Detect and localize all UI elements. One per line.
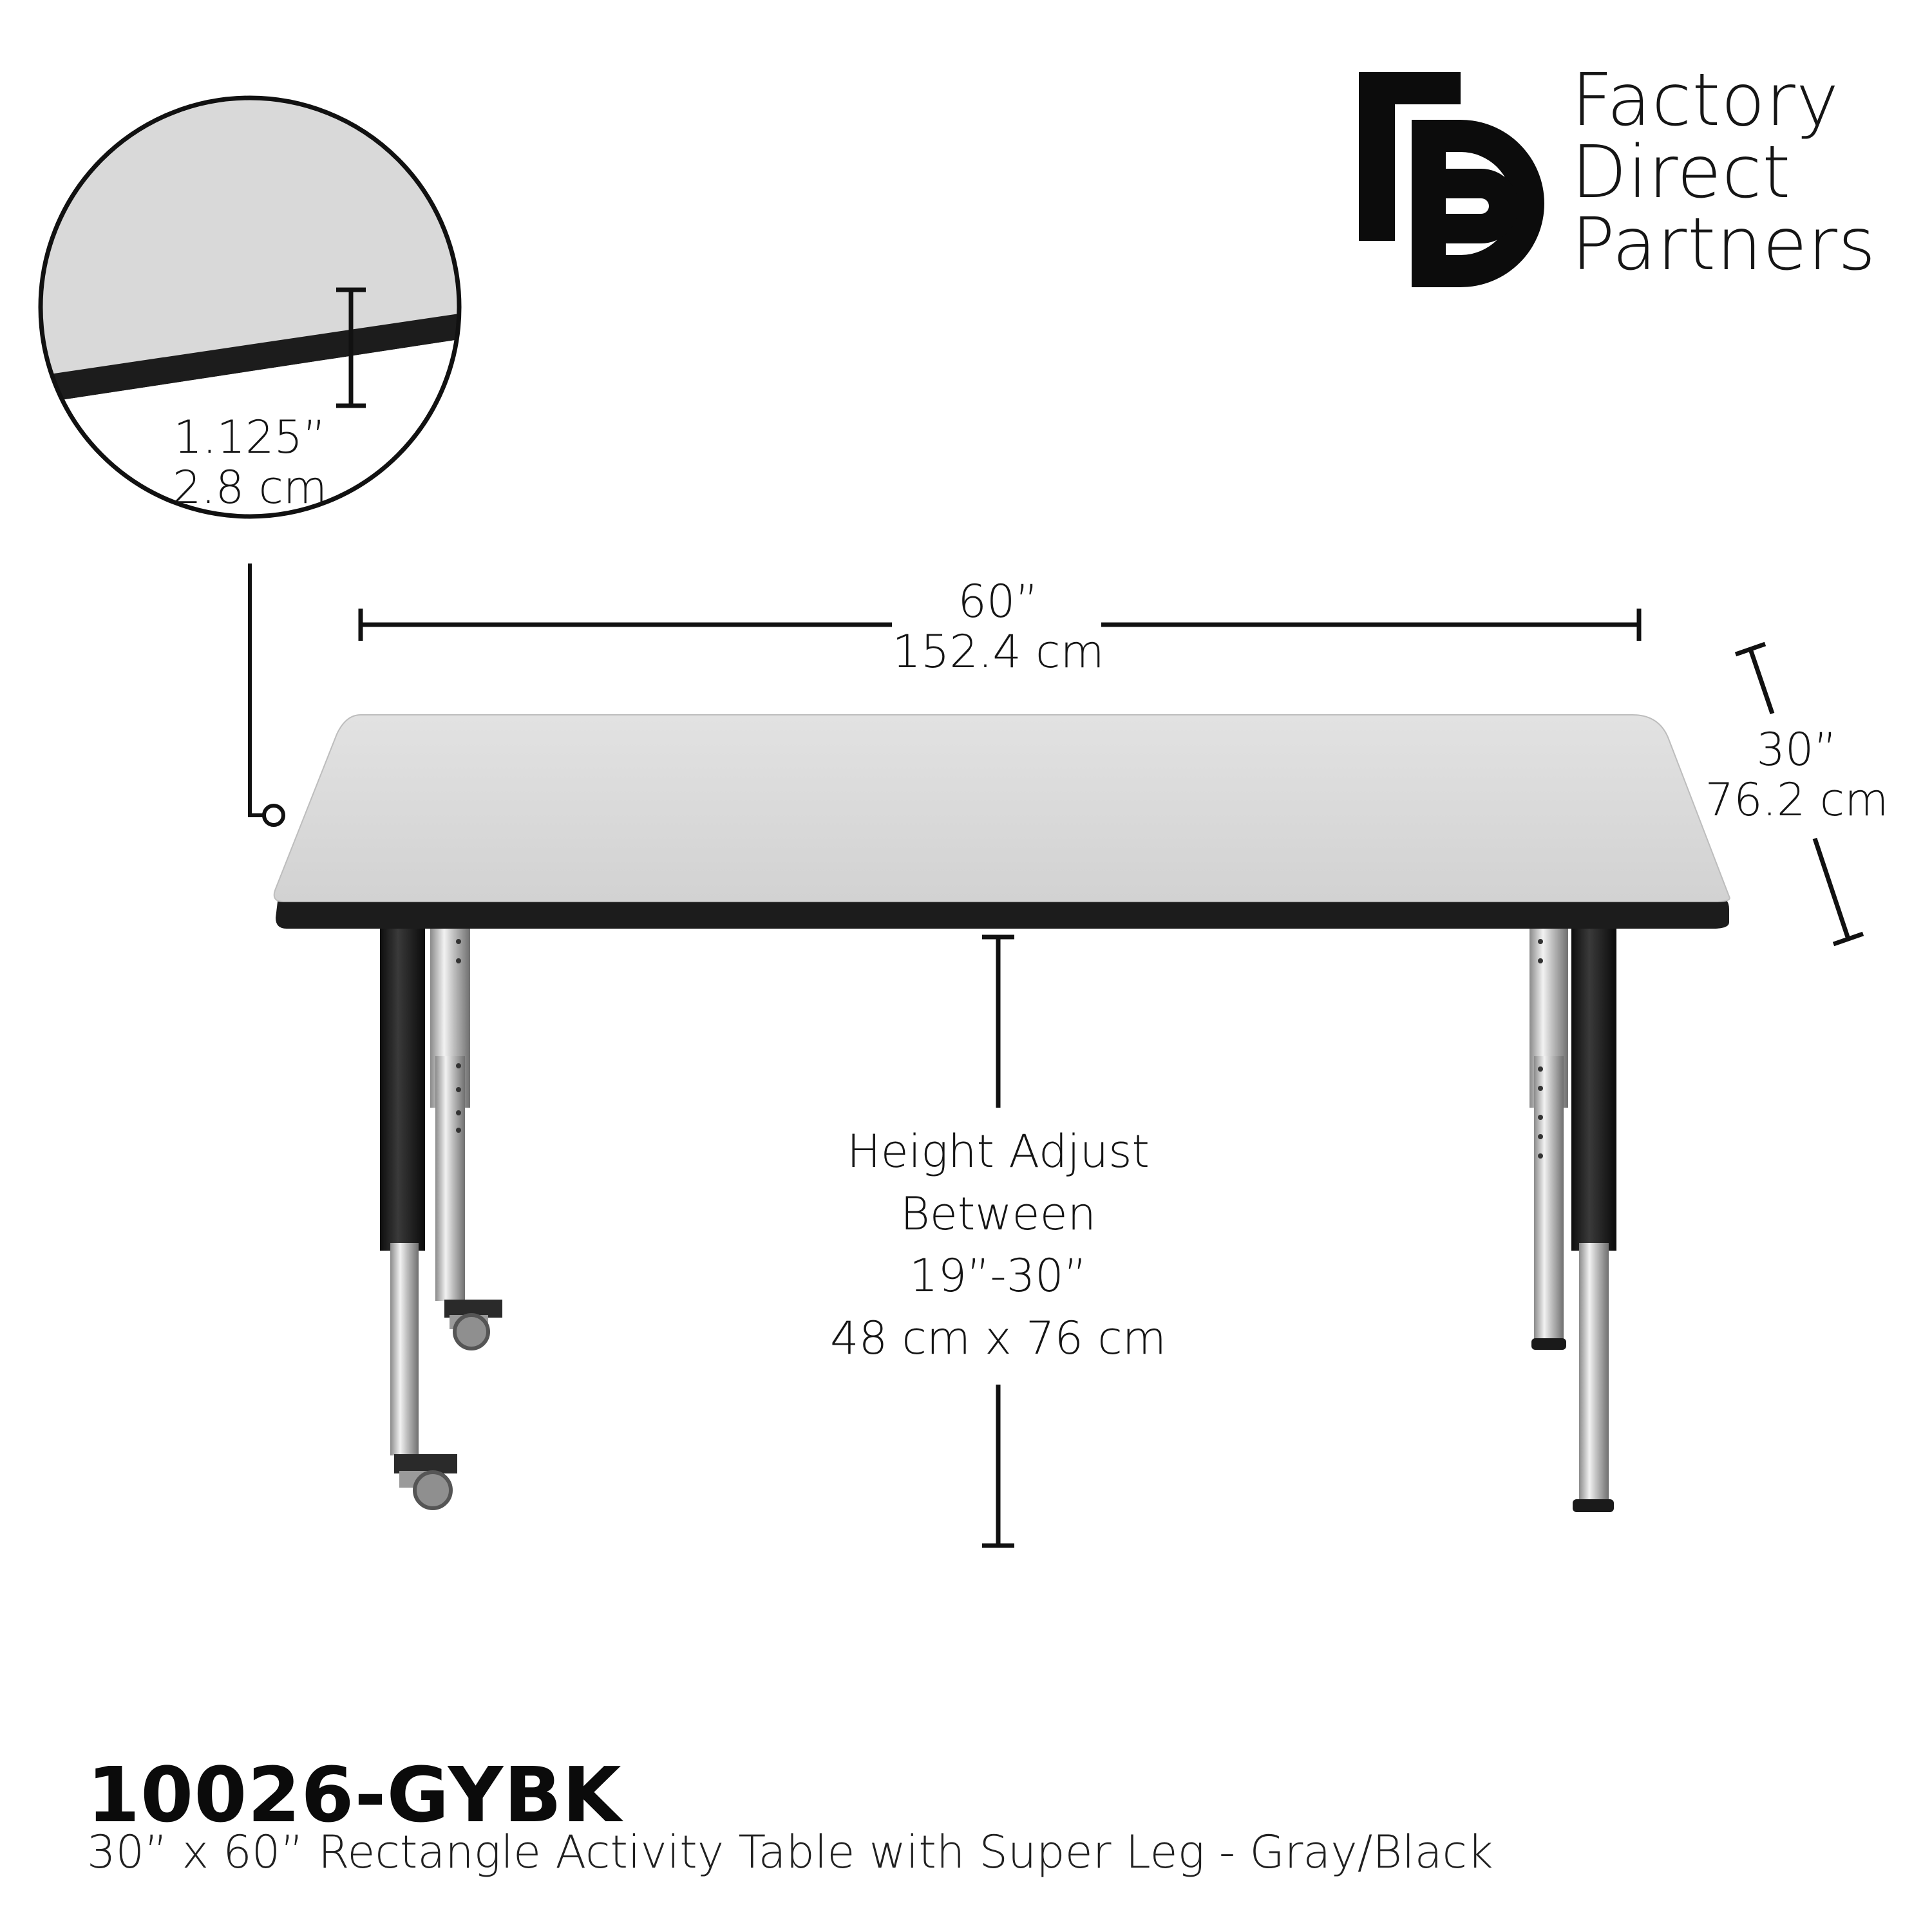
depth-metric: 76.2 cm bbox=[1705, 773, 1889, 827]
front-left-leg bbox=[380, 929, 457, 1510]
height-metric: 48 cm x 76 cm bbox=[830, 1311, 1166, 1365]
product-code: 10026-GYBK bbox=[87, 1750, 622, 1839]
brand-name: Factory Direct Partners bbox=[1571, 64, 1876, 281]
tabletop bbox=[273, 714, 1730, 929]
brand-name-line: Factory bbox=[1571, 59, 1840, 142]
width-label: 60” 152.4 cm bbox=[869, 576, 1127, 677]
edge-detail-magnifier bbox=[38, 95, 462, 827]
width-metric: 152.4 cm bbox=[892, 625, 1104, 679]
thickness-metric: 2.8 cm bbox=[172, 461, 328, 515]
front-right-leg bbox=[1571, 929, 1616, 1512]
thickness-label: 1.125” 2.8 cm bbox=[153, 412, 346, 513]
thickness-marker-icon bbox=[336, 287, 366, 408]
back-left-leg bbox=[430, 914, 502, 1350]
back-right-leg bbox=[1530, 914, 1568, 1350]
brand-name-line: Partners bbox=[1571, 203, 1877, 287]
thickness-imperial: 1.125” bbox=[173, 411, 327, 464]
height-line2: Between bbox=[900, 1187, 1097, 1240]
depth-label: 30” 76.2 cm bbox=[1694, 724, 1900, 826]
width-imperial: 60” bbox=[958, 575, 1039, 628]
brand-name-line: Direct bbox=[1571, 131, 1792, 214]
height-imperial: 19”-30” bbox=[909, 1249, 1087, 1303]
height-label: Height Adjust Between 19”-30” 48 cm x 76… bbox=[786, 1121, 1211, 1369]
leader-line bbox=[248, 564, 264, 817]
depth-dimension-line bbox=[1734, 641, 1864, 947]
depth-imperial: 30” bbox=[1756, 723, 1837, 776]
width-dimension-line bbox=[358, 609, 1642, 641]
height-line1: Height Adjust bbox=[846, 1125, 1150, 1178]
height-dimension-line bbox=[982, 934, 1014, 1548]
product-description: 30” x 60” Rectangle Activity Table with … bbox=[87, 1826, 1493, 1879]
fd-logo-icon bbox=[1359, 72, 1544, 287]
